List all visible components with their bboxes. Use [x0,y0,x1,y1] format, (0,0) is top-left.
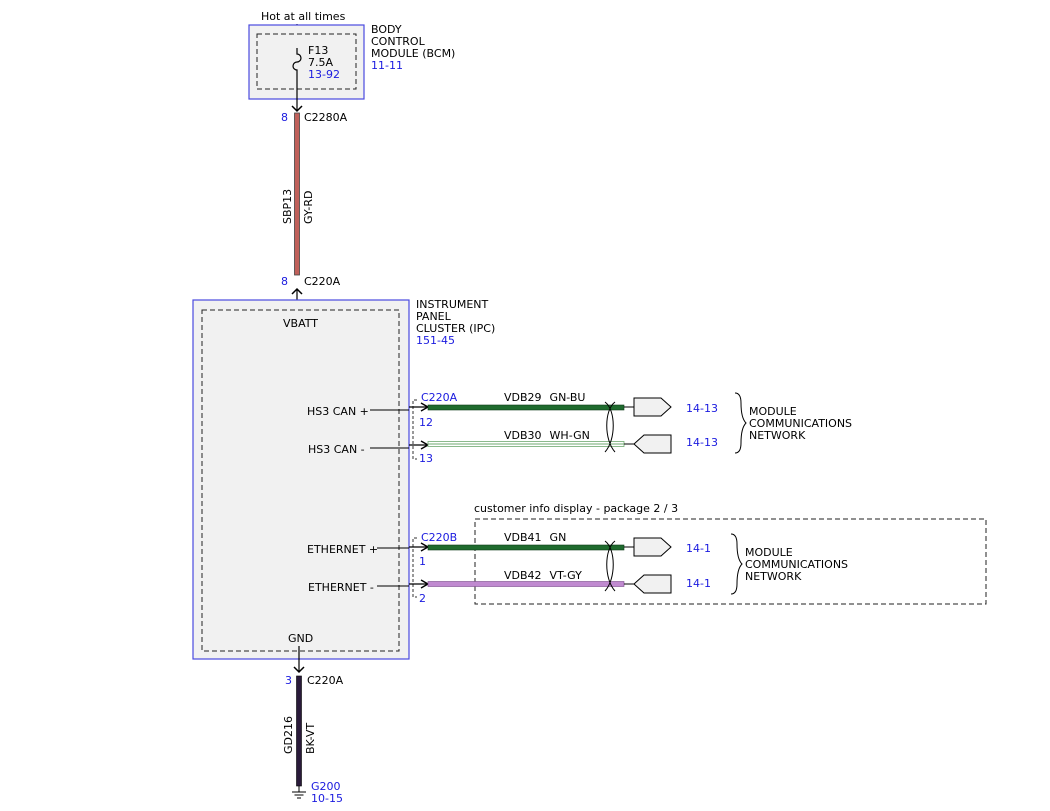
c220b-connector-bracket [412,537,417,598]
c220a-vbatt-pin: 8 [281,275,288,288]
bcm-name-line-3: MODULE (BCM) [371,47,455,60]
sbp13-circuit-label: SBP13 [281,189,294,224]
wire-gd216 [296,675,302,787]
ipc-pin-gnd: GND [288,632,313,645]
ground-id: G200 [311,780,341,793]
c2280a-connector-arrow [291,105,303,113]
eth-minus-continuation-arrow [633,574,672,594]
eth-network-line-1: MODULE [745,546,793,559]
can-network-brace [734,392,747,454]
gd216-color-label: BK-VT [304,723,317,754]
hot-at-all-times-label: Hot at all times [261,10,346,23]
bcm-name-line-2: CONTROL [371,35,426,48]
ground-ref-link[interactable]: 10-15 [311,792,343,805]
ipc-inner-dashed [201,309,400,652]
can-connector-label: C220A [421,391,458,404]
wire-vdb30 [427,441,625,447]
can-plus-continuation-arrow [633,397,672,417]
wire-sbp13 [294,112,300,276]
wire-vdb42 [427,581,625,587]
eth-minus-pin: 2 [419,592,426,605]
vdb30-ref-link[interactable]: 14-13 [686,436,718,449]
c2280a-connector-label: C2280A [304,111,348,124]
option-package-label: customer info display - package 2 / 3 [474,502,678,515]
ipc-pin-hs3-can-plus: HS3 CAN + [307,405,369,418]
gnd-connector-arrow [293,666,305,674]
can-plus-pin: 12 [419,416,433,429]
ipc-pin-ethernet-minus: ETHERNET - [308,581,374,594]
eth-network-brace [730,533,743,595]
ipc-name-line-3: CLUSTER (IPC) [416,322,495,335]
vdb42-ref-link[interactable]: 14-1 [686,577,711,590]
ipc-ref-link[interactable]: 151-45 [416,334,455,347]
gd216-circuit-label: GD216 [282,716,295,754]
bcm-module: F13 7.5A 13-92 BODY CONTROL MODULE (BCM)… [248,23,455,110]
fuse-rating: 7.5A [308,56,333,69]
eth-plus-pin: 1 [419,555,426,568]
fuse-id: F13 [308,44,328,57]
bcm-ref-link[interactable]: 11-11 [371,59,403,72]
vdb29-ref-link[interactable]: 14-13 [686,402,718,415]
sbp13-color-label: GY-RD [302,191,315,224]
ipc-pin-vbatt: VBATT [283,317,318,330]
can-minus-continuation-arrow [633,434,672,454]
wire-vdb41 [427,544,625,551]
eth-plus-continuation-arrow [633,537,672,557]
ipc-pin-ethernet-plus: ETHERNET + [307,543,378,556]
can-twisted-pair-symbol [604,401,616,453]
can-minus-pin: 13 [419,452,433,465]
ipc-pin-hs3-can-minus: HS3 CAN - [308,443,365,456]
can-network-line-1: MODULE [749,405,797,418]
eth-twisted-pair-symbol [604,540,616,592]
eth-connector-label: C220B [421,531,457,544]
ipc-box [192,299,410,660]
bcm-inner-dashed [256,33,357,90]
eth-network-line-2: COMMUNICATIONS [745,558,848,571]
fuse-symbol [292,48,302,110]
can-network-line-3: NETWORK [749,429,806,442]
gnd-pin: 3 [285,674,292,687]
c220a-vbatt-connector-label: C220A [304,275,341,288]
c2280a-pin: 8 [281,111,288,124]
fuse-ref-link[interactable]: 13-92 [308,68,340,81]
gnd-connector-label: C220A [307,674,344,687]
vdb41-ref-link[interactable]: 14-1 [686,542,711,555]
ipc-name-line-1: INSTRUMENT [416,298,489,311]
bcm-box [248,24,365,100]
c220a-can-connector-bracket [412,399,417,460]
ground-symbol [292,786,306,799]
can-network-line-2: COMMUNICATIONS [749,417,852,430]
ipc-name-line-2: PANEL [416,310,452,323]
wire-vdb29 [427,404,625,411]
eth-network-line-3: NETWORK [745,570,802,583]
bcm-name-line-1: BODY [371,23,402,36]
option-dashed-box [474,518,987,605]
ipc-module: VBATT HS3 CAN + HS3 CAN - ETHERNET + ETH… [192,298,495,660]
